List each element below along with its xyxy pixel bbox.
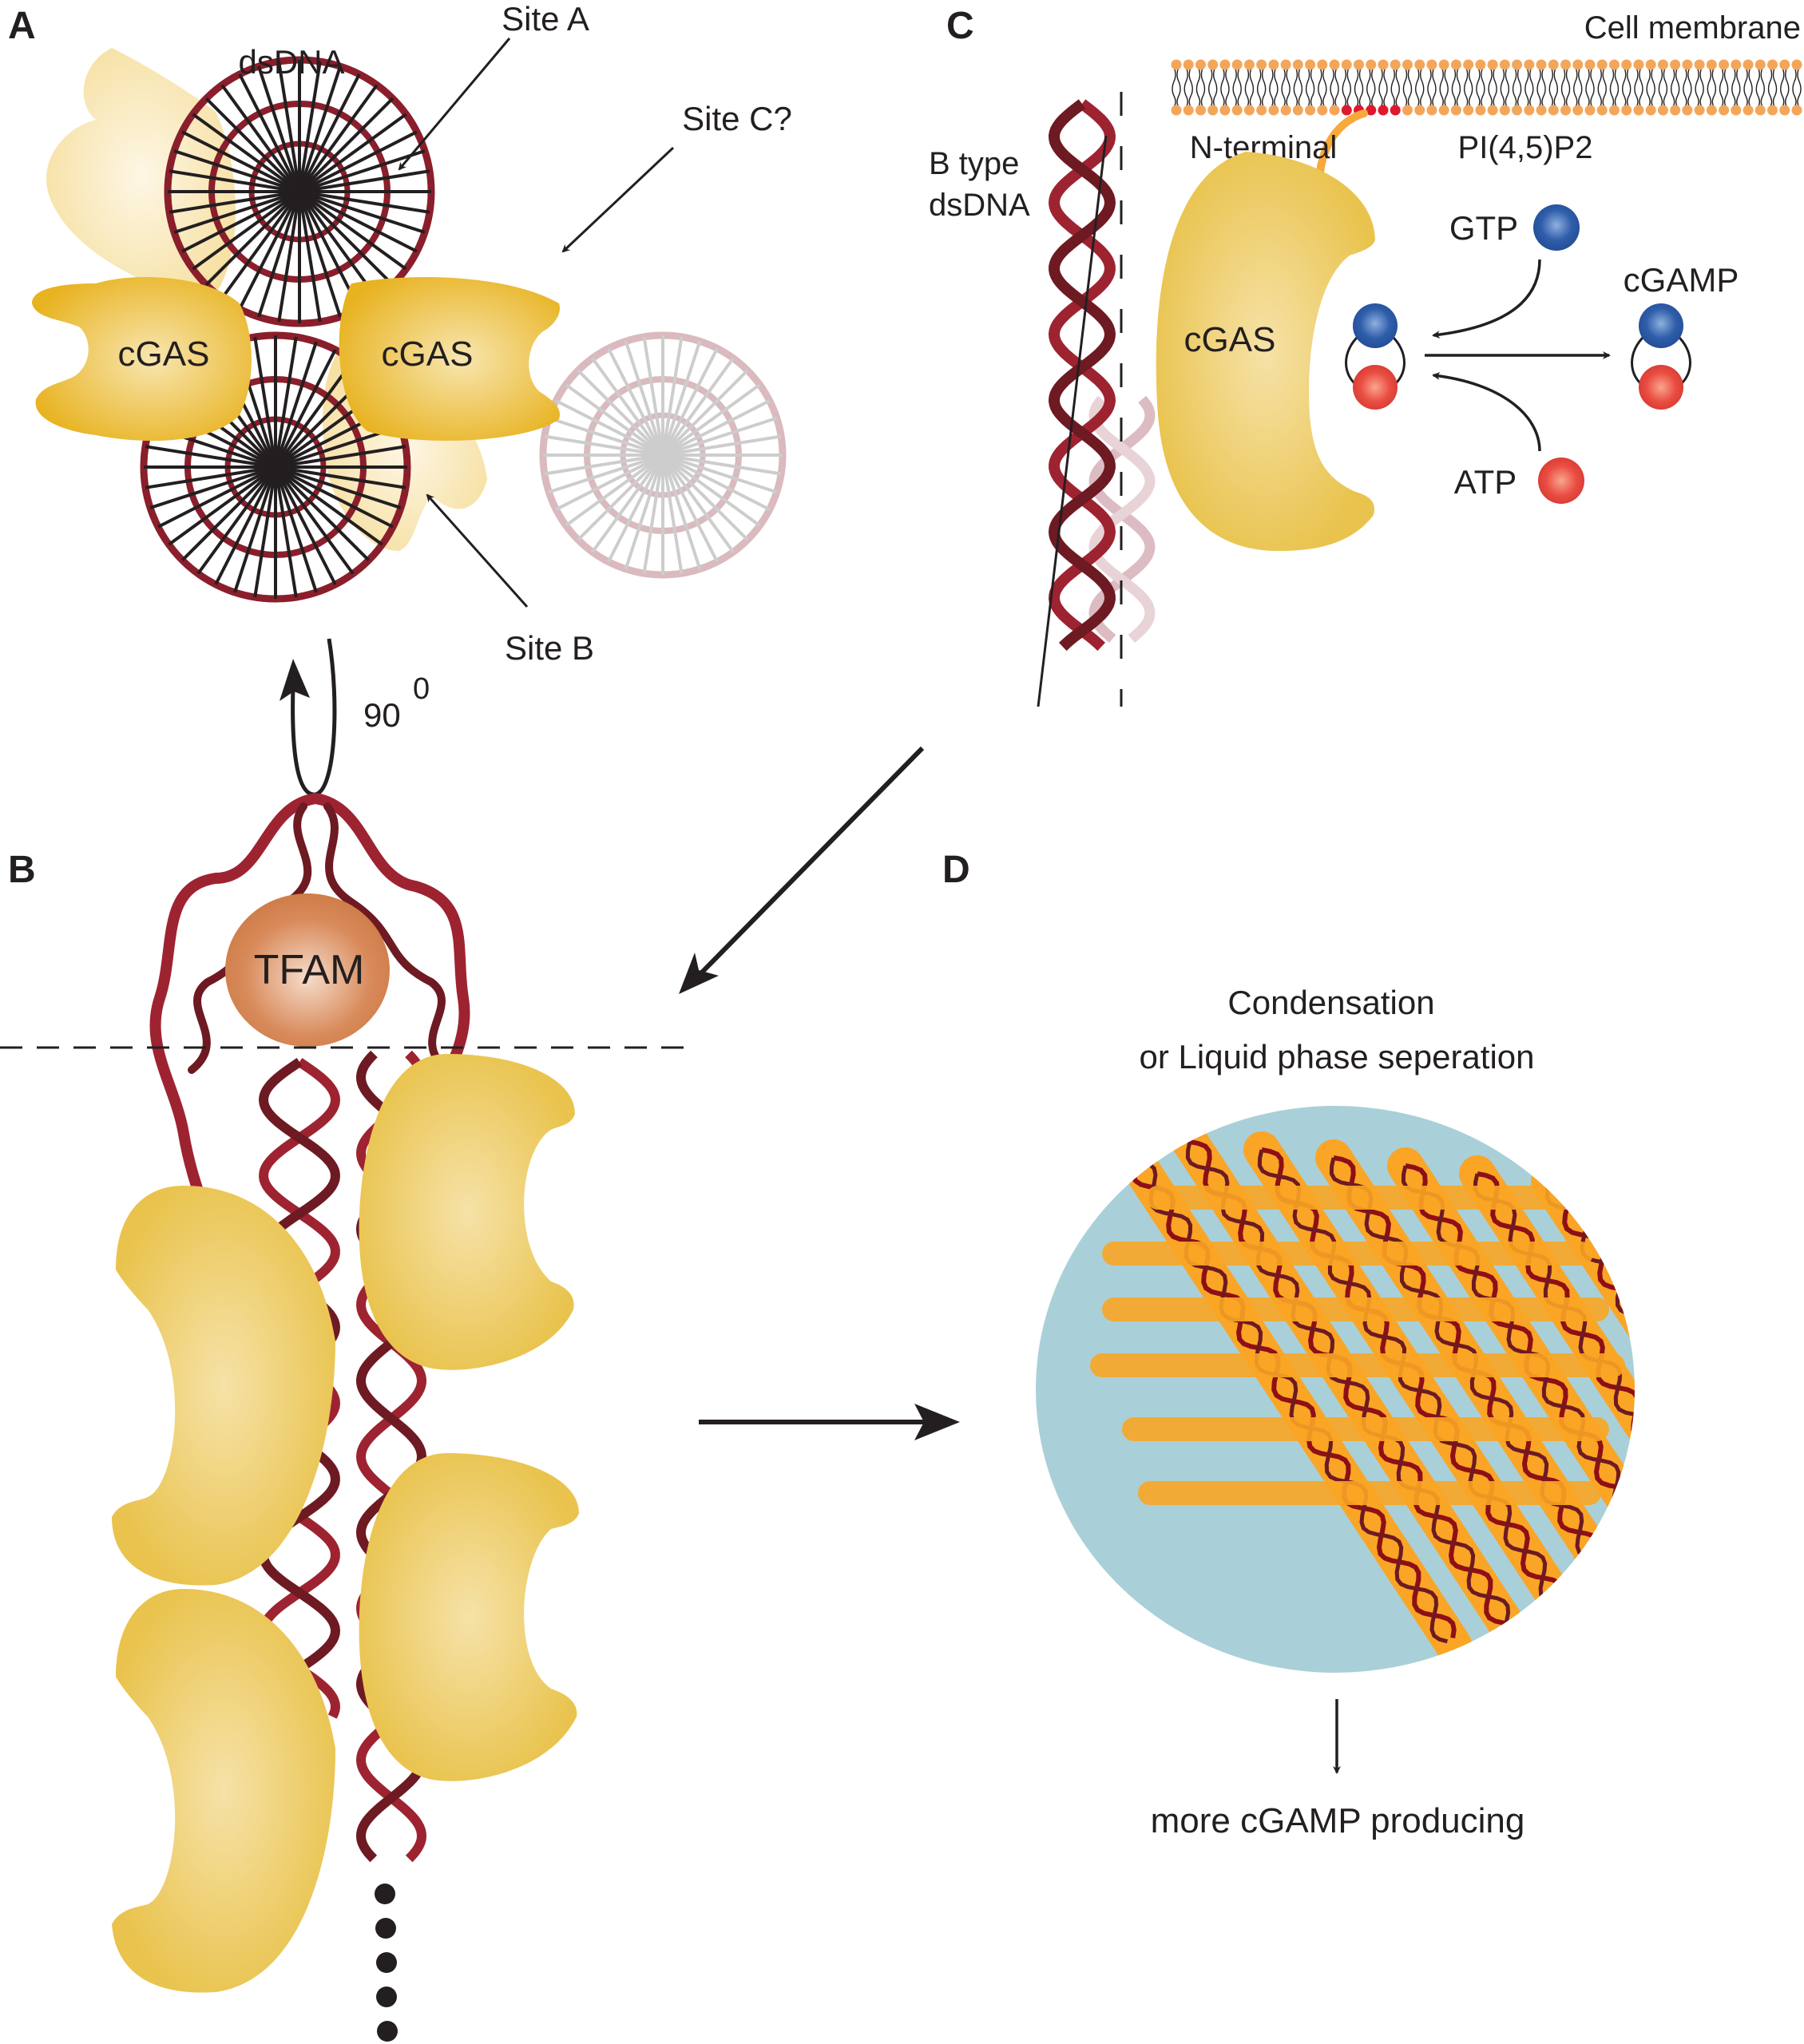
dsdna-spiral-top	[164, 56, 435, 327]
panel-b: B TFAM	[0, 793, 687, 2042]
site-c-label: Site C?	[682, 100, 792, 137]
pip2-label: PI(4,5)P2	[1458, 130, 1593, 165]
cgas-faint-upper	[46, 48, 236, 303]
atp-arrow	[1432, 371, 1541, 452]
arrow-c-to-b	[686, 746, 925, 988]
cgamp-a-icon	[1639, 365, 1683, 410]
dsdna-label: dsDNA	[238, 43, 344, 81]
panel-b-letter: B	[8, 849, 36, 891]
cgamp-product	[1631, 303, 1691, 410]
arrow-c-to-b-head-icon	[679, 953, 719, 994]
rotation-arrowhead-icon	[280, 659, 310, 701]
cgas-ladder-4	[112, 1589, 335, 1993]
condensation-label-line1: Condensation	[1227, 984, 1434, 1021]
site-b-pointer	[426, 493, 529, 608]
panel-d: D Condensation or Liquid phase seperatio…	[942, 849, 1635, 1840]
continuation-dots	[375, 1884, 398, 2042]
gtp-label: GTP	[1449, 209, 1518, 247]
cell-membrane-label: Cell membrane	[1584, 10, 1801, 46]
panel-c: C Cell membrane N-terminal PI(4,5)P2 B t…	[929, 5, 1802, 707]
cgas-right-panel-a: cGAS	[339, 277, 560, 441]
panel-a: A cGAS	[8, 0, 792, 797]
arrow-b-to-d-head-icon	[914, 1404, 960, 1440]
b-type-label-line2: dsDNA	[929, 188, 1030, 223]
cgas-ladder-1	[359, 1054, 575, 1370]
atp-label: ATP	[1454, 463, 1517, 501]
cgas-ladder-3	[359, 1453, 579, 1781]
outcome-label: more cGAMP producing	[1151, 1801, 1525, 1840]
rotation-value: 90	[363, 696, 401, 734]
dsdna-spiral-faded	[539, 331, 787, 579]
b-type-dsdna	[1037, 92, 1156, 707]
condensation-label-line2: or Liquid phase seperation	[1139, 1038, 1534, 1075]
bound-atp-icon	[1353, 365, 1398, 410]
cgamp-g-icon	[1639, 303, 1683, 348]
rotation-arrow: 90 0	[280, 638, 430, 797]
rotation-degree-mark: 0	[413, 672, 430, 706]
site-a-pointer	[398, 38, 511, 171]
gtp-molecule-icon	[1533, 204, 1580, 251]
gtp-arrow	[1432, 259, 1541, 339]
panel-d-letter: D	[942, 849, 970, 891]
cgas-dna-condensate	[1090, 1115, 1635, 1673]
cell-membrane	[1171, 59, 1802, 116]
cgas-left-label: cGAS	[118, 335, 210, 374]
panel-c-letter: C	[946, 5, 974, 47]
cgas-ladder-2	[112, 1186, 335, 1586]
cgas-panel-c	[1156, 152, 1375, 551]
atp-molecule-icon	[1538, 458, 1584, 504]
cgamp-label: cGAMP	[1624, 261, 1739, 299]
bound-cgamp-intermediate	[1345, 303, 1406, 410]
site-c-pointer	[561, 146, 675, 253]
site-a-label: Site A	[502, 0, 589, 38]
b-type-label-line1: B type	[929, 146, 1019, 181]
site-b-label: Site B	[505, 629, 594, 667]
tfam-label: TFAM	[254, 947, 365, 993]
cgas-label-panel-c: cGAS	[1184, 320, 1276, 359]
cgas-right-label: cGAS	[382, 335, 474, 374]
cgas-left-panel-a: cGAS	[32, 277, 252, 442]
dsdna-spiral-bottom	[140, 331, 411, 603]
panel-a-letter: A	[8, 5, 36, 47]
tfam-protein	[225, 893, 390, 1047]
bound-gtp-icon	[1353, 303, 1398, 348]
